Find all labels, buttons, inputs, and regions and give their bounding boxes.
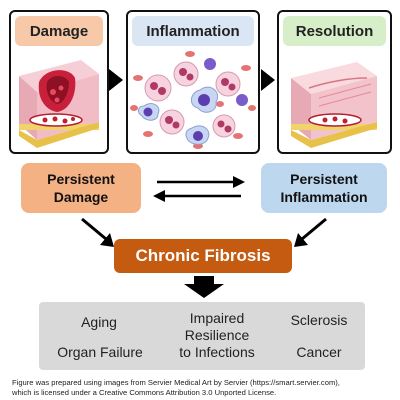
outcome-aging: Aging: [81, 314, 117, 330]
persistent-damage-box: Persistent Damage: [21, 163, 141, 213]
double-arrow-icon: [153, 176, 245, 202]
right-arrow-icon: [109, 69, 123, 91]
right-arrow-icon: [261, 69, 275, 91]
credit-line-1: Figure was prepared using images from Se…: [12, 378, 340, 387]
chronic-fibrosis-box: Chronic Fibrosis: [114, 239, 292, 273]
outcome-organ-failure: Organ Failure: [57, 344, 143, 360]
damage-panel: Damage: [9, 10, 109, 154]
down-arrow-icon: [184, 276, 224, 298]
outcome-impaired-resilience: Impaired Resilience to Infections: [179, 310, 255, 360]
inflammation-panel: Inflammation: [126, 10, 260, 154]
outcome-sclerosis: Sclerosis: [290, 312, 348, 328]
damage-title: Damage: [15, 16, 103, 46]
credit-line-2: which is licensed under a Creative Commo…: [12, 388, 277, 397]
damaged-tissue-illustration: [19, 60, 99, 148]
resolution-title: Resolution: [283, 16, 386, 46]
resolution-panel: Resolution: [277, 10, 392, 154]
outcome-cancer: Cancer: [296, 344, 342, 360]
immune-cells-illustration: [130, 51, 256, 149]
inflammation-title: Inflammation: [132, 16, 254, 46]
down-arrow-icon: [81, 217, 114, 247]
healed-tissue-illustration: [291, 62, 377, 148]
persistent-inflammation-box: Persistent Inflammation: [261, 163, 387, 213]
outcomes-box: Aging Organ Failure Impaired Resilience …: [39, 302, 365, 370]
down-arrow-icon: [294, 217, 327, 247]
